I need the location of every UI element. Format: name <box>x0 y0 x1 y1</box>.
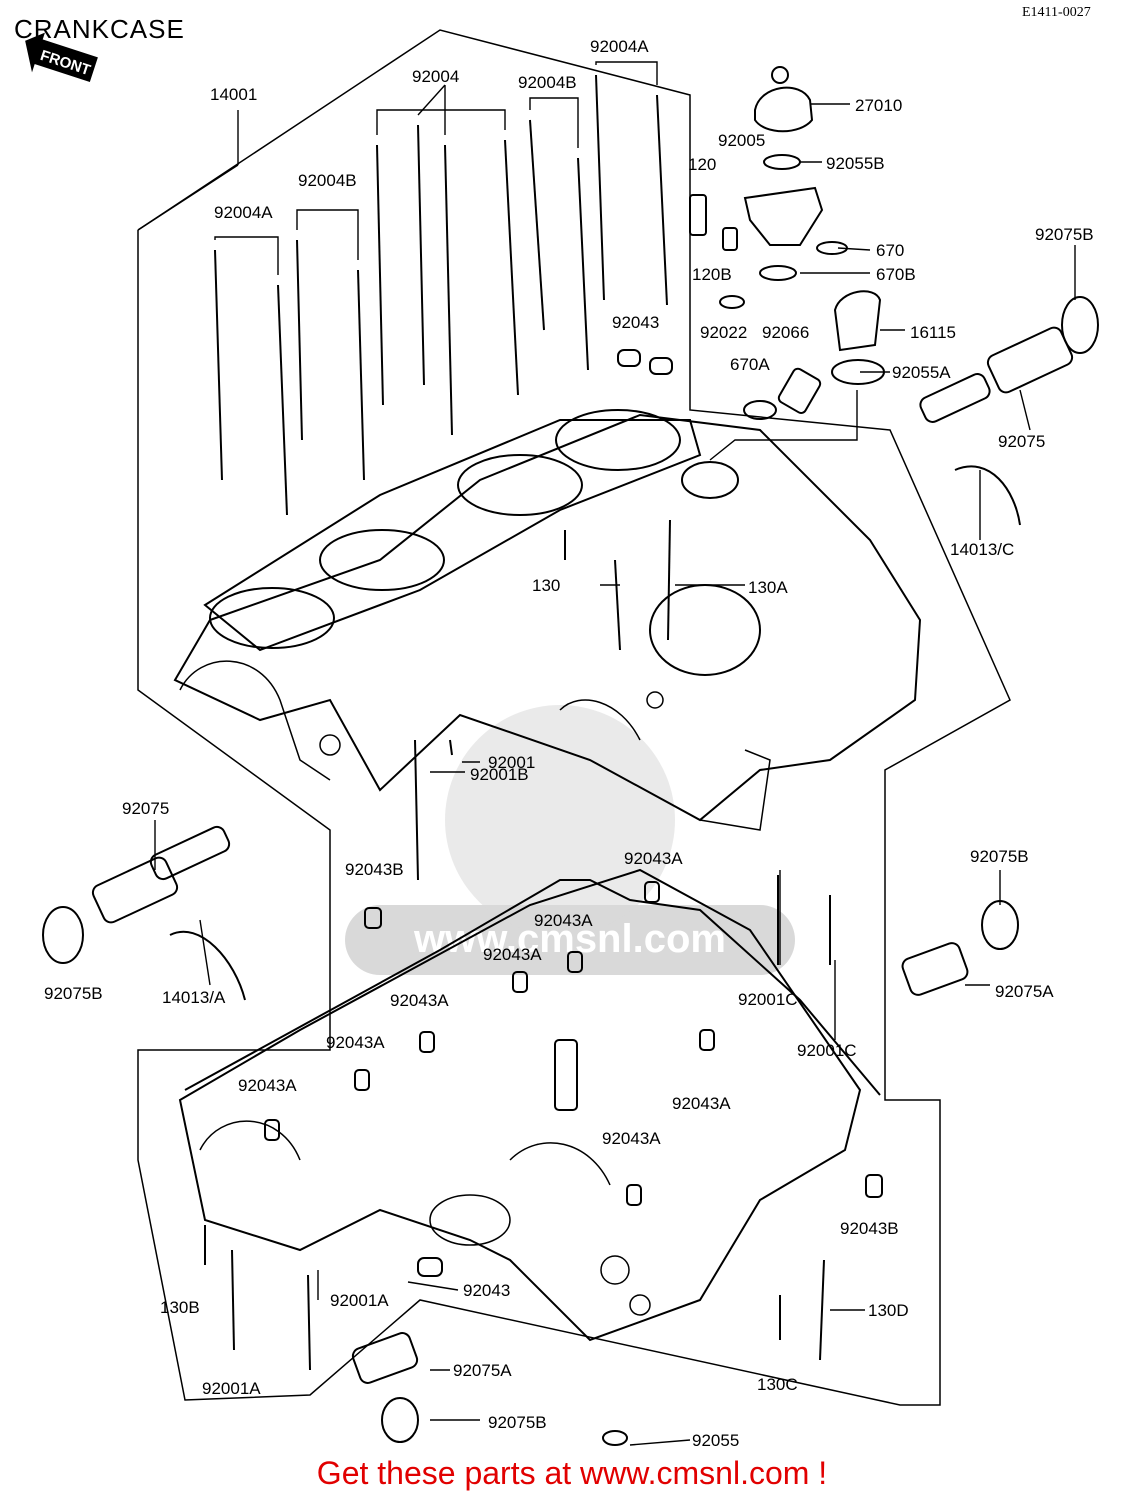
callout-label: 92075 <box>998 432 1045 451</box>
oil-fittings <box>617 66 885 420</box>
callout-label: 92075A <box>995 982 1054 1001</box>
callout-label: 92055B <box>826 154 885 173</box>
callout-label: 92043A <box>390 991 449 1010</box>
callout-label: 120B <box>692 265 732 284</box>
callout-label: 92043A <box>672 1094 731 1113</box>
callout-label: 92066 <box>762 323 809 342</box>
left-shafts <box>42 825 1019 1446</box>
callout-label: 92043 <box>463 1281 510 1300</box>
callout-label: 92075B <box>1035 225 1094 244</box>
right-upper-shaft <box>919 296 1099 526</box>
callout-label: 16115 <box>910 323 956 342</box>
callout-label: 92001A <box>202 1379 261 1398</box>
upper-crankcase <box>173 409 922 831</box>
callout-label: 92043B <box>345 860 404 879</box>
callout-label: 92043 <box>612 313 659 332</box>
footer-link-text[interactable]: Get these parts at www.cmsnl.com ! <box>316 1455 828 1491</box>
callout-label: 92075B <box>488 1413 547 1432</box>
callout-label: 92005 <box>718 131 765 150</box>
callout-label: 130D <box>868 1301 909 1320</box>
callout-label: 92001 <box>488 753 535 772</box>
callout-label: 92004A <box>590 37 649 56</box>
case-bolts <box>204 519 831 1371</box>
callout-label: 670B <box>876 265 916 284</box>
callout-label: 92004 <box>412 67 459 86</box>
callout-label: 92043A <box>602 1129 661 1148</box>
callout-label: 92022 <box>700 323 747 342</box>
callout-label: 92055A <box>892 363 951 382</box>
callout-label: 14013/A <box>162 988 226 1007</box>
callout-label: 14013/C <box>950 540 1014 559</box>
callout-label: 92001C <box>738 990 798 1009</box>
callout-label: 92004B <box>518 73 577 92</box>
callout-label: 92043A <box>483 945 542 964</box>
callout-label: 92075 <box>122 799 169 818</box>
callout-label: 92043A <box>238 1076 297 1095</box>
callout-label: 130C <box>757 1375 798 1394</box>
callout-label: 92004B <box>298 171 357 190</box>
callout-label: 92075B <box>970 847 1029 866</box>
callout-label: 27010 <box>855 96 902 115</box>
cylinder-studs <box>214 74 668 516</box>
diagram-code: E1411-0027 <box>1022 5 1091 20</box>
callout-leaders <box>137 61 1076 1446</box>
callout-label: 92043A <box>624 849 683 868</box>
callout-label: 120 <box>688 155 716 174</box>
callout-label: 670A <box>730 355 770 374</box>
callout-label: 14001 <box>210 85 257 104</box>
callout-label: 92075B <box>44 984 103 1003</box>
callout-label: 92001C <box>797 1041 857 1060</box>
callout-label: 92043A <box>326 1033 385 1052</box>
lower-crankcase <box>178 868 883 1342</box>
callout-labels: 14001 92004 92004A 92004B 92004B 92004A … <box>44 37 1094 1450</box>
callout-label: 92043A <box>534 911 593 930</box>
callout-label: 92055 <box>692 1431 739 1450</box>
callout-label: 92001B <box>470 765 529 784</box>
callout-label: 130B <box>160 1298 200 1317</box>
callout-label: 92043B <box>840 1219 899 1238</box>
callout-label: 130A <box>748 578 788 597</box>
callout-label: 92001A <box>330 1291 389 1310</box>
callout-label: 92004A <box>214 203 273 222</box>
callout-label: 92075A <box>453 1361 512 1380</box>
callout-label: 130 <box>532 576 560 595</box>
callout-label: 670 <box>876 241 904 260</box>
